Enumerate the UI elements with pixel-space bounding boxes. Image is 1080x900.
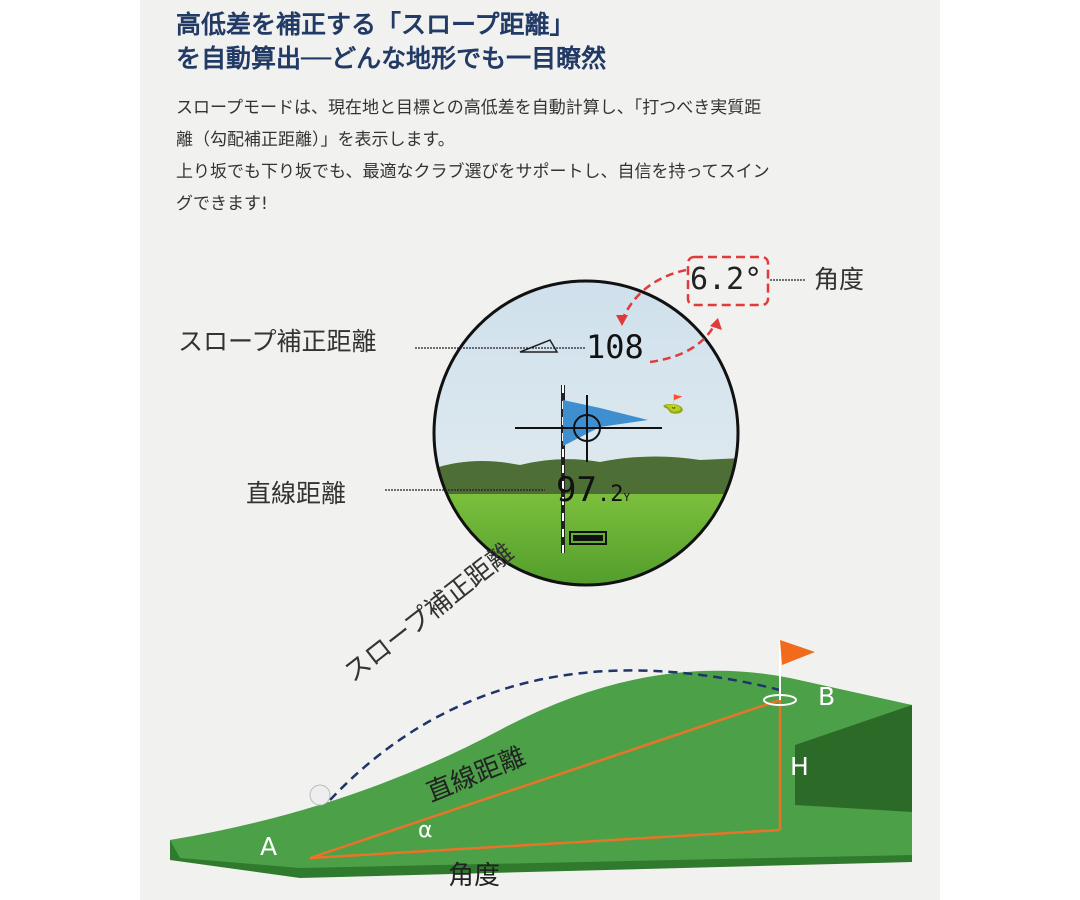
flag-icon (780, 640, 815, 665)
flag (561, 385, 648, 553)
title-line-1: 高低差を補正する「スロープ距離」 (176, 10, 575, 39)
golf-ball (309, 784, 331, 806)
point-a: A (260, 832, 278, 861)
description-line: 離（勾配補正距離）」を表示します。 (176, 130, 455, 150)
slope-distance-readout: 108 (586, 328, 644, 366)
alpha-label: α (418, 818, 433, 843)
battery-icon (569, 531, 607, 545)
scope-ring (432, 279, 740, 587)
trees (434, 456, 738, 500)
slope-icon (519, 339, 559, 353)
title-line-2: を自動算出──どんな地形でも一目瞭然 (176, 44, 607, 73)
flag-mode-icon: ⛳ (662, 393, 684, 415)
diagram-angle-label: 角度 (448, 861, 501, 891)
page-title: 高低差を補正する「スロープ距離」 を自動算出──どんな地形でも一目瞭然 (176, 8, 606, 76)
straight-distance-readout: 97.2Y (556, 470, 630, 510)
description-line: スロープモードは、現在地と目標との高低差を自動計算し、「打つべき実質距 (176, 98, 762, 118)
description-line: グできます! (176, 194, 268, 214)
unit: Y (623, 491, 631, 504)
angle-label: 角度 (814, 265, 865, 294)
description-line: 上り坂でも下り坂でも、最適なクラブ選びをサポートし、自信を持ってスイン (176, 162, 770, 182)
crosshair-icon (515, 395, 662, 462)
distance-main: 97 (556, 470, 597, 510)
point-b: B (818, 682, 836, 711)
straight-distance-label: 直線距離 (246, 479, 347, 508)
distance-decimal: .2 (596, 482, 624, 507)
angle-readout: 6.2° (690, 262, 763, 297)
angle-highlight (686, 255, 770, 307)
description: スロープモードは、現在地と目標との高低差を自動計算し、「打つべき実質距 離（勾配… (176, 92, 770, 220)
slope-distance-label: スロープ補正距離 (178, 327, 377, 356)
slope-diagram (170, 640, 912, 878)
height-label: H (790, 752, 809, 781)
